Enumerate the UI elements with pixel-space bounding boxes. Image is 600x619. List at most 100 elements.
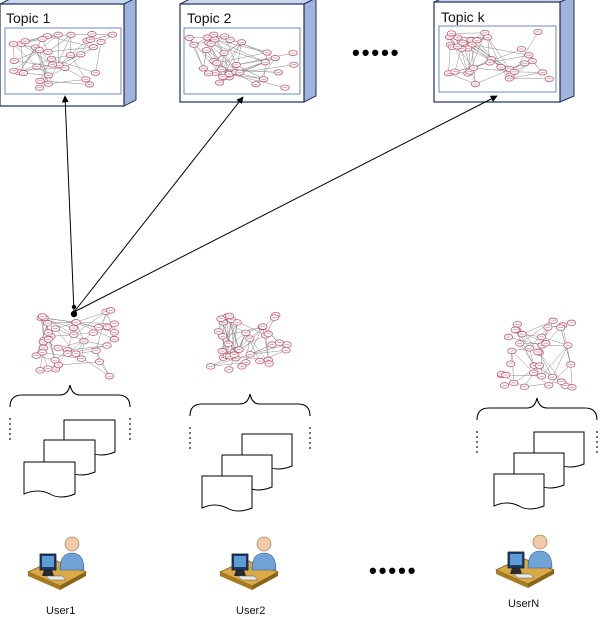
- arrow-to-topic-k: [73, 95, 498, 313]
- network-edge: [505, 374, 542, 377]
- document-icon: [493, 473, 545, 510]
- document-icon: [201, 475, 253, 512]
- network-edge: [471, 44, 529, 56]
- network-edge: [514, 71, 543, 73]
- network-edge: [95, 311, 107, 351]
- user-n-brace: [476, 397, 598, 453]
- network-edge: [76, 311, 107, 323]
- network-edge: [216, 52, 268, 64]
- network-edge: [508, 336, 542, 346]
- network-edge: [511, 350, 514, 383]
- network-edge: [203, 50, 207, 69]
- topics-ellipsis: •••••: [352, 40, 401, 65]
- network-edge: [14, 49, 40, 62]
- network-edge: [58, 34, 60, 66]
- arrow-origin-node: [70, 310, 78, 318]
- topic-arrows: [61, 95, 498, 318]
- network-edge: [211, 43, 266, 63]
- network-edge: [58, 361, 100, 366]
- network-edge: [487, 37, 502, 68]
- network-edge: [230, 39, 268, 53]
- user-n-label: UserN: [508, 598, 539, 610]
- network-edge: [44, 317, 76, 323]
- network-edge: [18, 38, 43, 73]
- network-edge: [67, 345, 108, 351]
- network-edge: [519, 343, 542, 377]
- user-n-icon: [495, 534, 555, 588]
- network-edge: [548, 364, 571, 386]
- network-edges: [210, 315, 288, 370]
- network-edge: [70, 34, 72, 56]
- user-1-brace: [9, 384, 131, 440]
- user-1-label: User1: [46, 605, 75, 617]
- user-2-network: [206, 311, 292, 373]
- network-edge: [221, 42, 242, 70]
- network-edge: [538, 352, 553, 378]
- topic-box-2-panel: [183, 27, 301, 95]
- network-edge: [236, 57, 276, 66]
- user-1-network: [31, 307, 120, 380]
- user-n-network: [496, 317, 577, 391]
- topic-1-label: Topic 1: [6, 10, 51, 26]
- network-edge: [522, 320, 554, 335]
- network-edge: [47, 34, 72, 53]
- network-edge: [262, 326, 287, 351]
- users-ellipsis: •••••: [369, 558, 418, 583]
- arrow-to-topic-1: [61, 95, 75, 313]
- topic-box-2: Topic 2: [179, 0, 317, 103]
- network-edge: [517, 324, 540, 353]
- network-edge: [570, 364, 573, 388]
- network-edge: [40, 317, 45, 340]
- topic-box-k-side: [559, 0, 575, 103]
- network-edge: [70, 54, 87, 80]
- network-edge: [75, 322, 115, 324]
- network-edge: [250, 344, 288, 355]
- network-edge: [229, 73, 286, 88]
- network-edge: [75, 322, 85, 342]
- network-edge: [514, 31, 539, 73]
- topic-box-1-side: [123, 0, 137, 107]
- network-edge: [511, 350, 534, 373]
- network-edge: [13, 43, 38, 67]
- network-edge: [234, 322, 238, 352]
- network-edge: [448, 73, 476, 85]
- arrow-to-topic-2: [73, 96, 244, 313]
- topic-box-1: Topic 1: [0, 0, 137, 107]
- network-edge: [73, 311, 107, 335]
- network-edge: [20, 43, 24, 74]
- topic-2-label: Topic 2: [187, 10, 232, 26]
- network-edge: [221, 322, 238, 352]
- network-edge: [13, 34, 59, 71]
- network-edge: [552, 345, 569, 378]
- user-1-icon: [27, 536, 87, 590]
- network-edge: [48, 79, 86, 84]
- network-edge: [221, 69, 279, 73]
- network-edge: [47, 322, 76, 324]
- network-edge: [524, 381, 562, 388]
- network-edge: [263, 52, 268, 80]
- topic-box-1-network: [8, 31, 118, 91]
- network-edge: [541, 336, 569, 346]
- topic-box-2-side: [303, 0, 317, 103]
- network-edge: [206, 49, 240, 73]
- user-1-documents: [23, 419, 116, 498]
- network-edge: [449, 36, 474, 69]
- topic-box-2-network: [184, 31, 299, 91]
- network-edge: [95, 41, 102, 73]
- topic-k-label: Topic k: [441, 9, 486, 25]
- network-edge: [509, 72, 543, 79]
- user-2-icon: [219, 536, 279, 590]
- network-edge: [475, 63, 525, 85]
- network-edge: [210, 362, 246, 367]
- network-edge: [236, 52, 294, 66]
- network-edge: [235, 326, 264, 359]
- network-edge: [210, 354, 251, 367]
- topic-box-k: Topic k: [433, 0, 575, 103]
- document-icon: [23, 461, 76, 498]
- user-2-documents: [201, 433, 293, 512]
- network-edge: [236, 64, 264, 80]
- arrow-origin-node-small: [71, 304, 77, 310]
- network-edge: [55, 328, 77, 354]
- network-edge: [489, 55, 529, 63]
